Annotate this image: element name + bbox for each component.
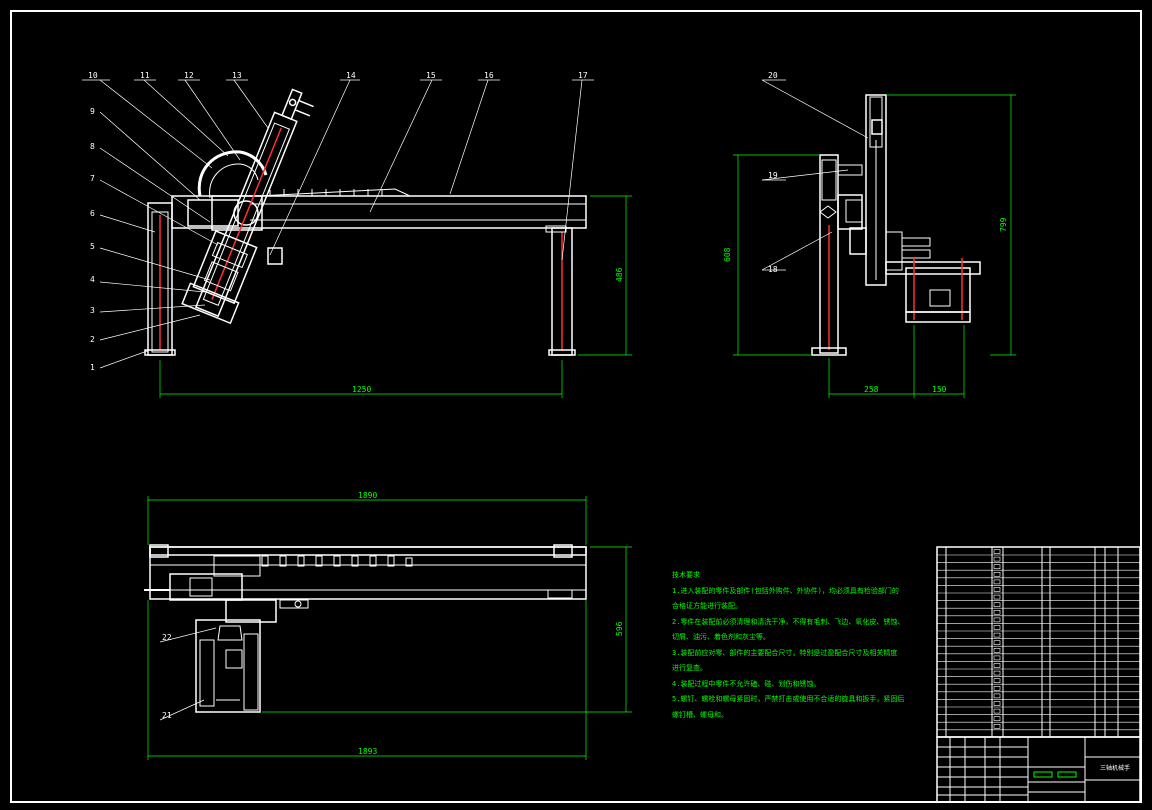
callout-2: 2 <box>90 335 95 344</box>
side-view-callouts <box>761 79 869 271</box>
tech-notes-title: 技术要求 <box>672 571 700 579</box>
parts-list-row-mark <box>993 693 1001 699</box>
callout-7: 7 <box>90 174 95 183</box>
parts-list-row-mark <box>993 670 1001 676</box>
dim-top-length-upper: 1890 <box>358 491 377 500</box>
parts-list-row-mark <box>993 594 1001 600</box>
title-block <box>936 736 1141 803</box>
callout-17: 17 <box>578 71 588 80</box>
dim-side-base-left: 258 <box>864 385 879 394</box>
callout-22: 22 <box>162 633 172 642</box>
callout-6: 6 <box>90 209 95 218</box>
dim-side-base-right: 150 <box>932 385 947 394</box>
parts-list-row-mark <box>993 708 1001 714</box>
callout-15: 15 <box>426 71 436 80</box>
callout-11: 11 <box>140 71 150 80</box>
parts-list-row-mark <box>993 632 1001 638</box>
callout-1: 1 <box>90 363 95 372</box>
parts-list-row-mark <box>993 647 1001 653</box>
parts-list-row-mark <box>993 579 1001 585</box>
tech-note-line: 进行复查。 <box>672 664 707 672</box>
parts-list <box>936 546 1141 738</box>
callout-10: 10 <box>88 71 98 80</box>
parts-list-rows <box>937 549 1140 731</box>
parts-list-row-mark <box>993 716 1001 722</box>
parts-list-row-mark <box>993 678 1001 684</box>
tech-note-line: 3.装配前应对零、部件的主要配合尺寸，特别是过盈配合尺寸及相关精度 <box>672 648 898 657</box>
parts-list-row-mark <box>993 609 1001 615</box>
parts-list-row-mark <box>993 571 1001 577</box>
side-view <box>811 94 981 356</box>
dim-front-width: 1250 <box>352 385 371 394</box>
dim-front-height: 486 <box>615 267 624 282</box>
front-view-callouts <box>82 79 594 369</box>
front-view-dimensions <box>159 195 632 398</box>
technical-requirements: 技术要求 1.进入装配的零件及部件(包括外购件、外协件)，均必须具有检验部门的 … <box>672 568 912 723</box>
tech-note-line: 1.进入装配的零件及部件(包括外购件、外协件)，均必须具有检验部门的 <box>672 586 899 595</box>
title-block-name: 三轴机械手 <box>1100 764 1130 772</box>
parts-list-row-mark <box>993 625 1001 630</box>
parts-list-row-mark <box>993 617 1001 623</box>
drawing-border <box>10 10 1142 803</box>
callout-14: 14 <box>346 71 356 80</box>
tech-note-line: 2.零件在装配前必须清理和清洗干净，不得有毛刺、飞边、氧化皮、锈蚀、 <box>672 617 905 626</box>
parts-list-row-mark <box>993 587 1001 592</box>
top-view-dimensions <box>147 496 632 760</box>
callout-3: 3 <box>90 306 95 315</box>
callout-20: 20 <box>768 71 778 80</box>
callout-21: 21 <box>162 711 172 720</box>
tech-note-line: 5.螺钉、螺栓和螺母紧固时，严禁打击或使用不合适的旋具和扳手，紧固后 <box>672 695 905 703</box>
parts-list-row-mark <box>993 685 1001 691</box>
parts-list-row-mark <box>993 640 1001 646</box>
tech-note-line: 螺钉槽、螺母和。 <box>672 710 728 719</box>
tech-note-line: 4.装配过程中零件不允许磕、碰、划伤和锈蚀。 <box>672 679 821 688</box>
callout-8: 8 <box>90 142 95 151</box>
parts-list-row-mark <box>993 663 1001 668</box>
tech-note-line: 合格证方能进行装配。 <box>672 602 742 610</box>
callout-5: 5 <box>90 242 95 251</box>
parts-list-row-mark <box>993 701 1001 706</box>
dim-side-height-left: 608 <box>723 247 732 262</box>
side-view-dimensions <box>733 94 1016 398</box>
callout-12: 12 <box>184 71 194 80</box>
dim-top-height: 596 <box>615 621 624 636</box>
callout-13: 13 <box>232 71 242 80</box>
parts-list-row-mark <box>993 655 1001 661</box>
front-view <box>144 88 587 356</box>
parts-list-row-mark <box>993 602 1001 608</box>
dim-side-height-right: 799 <box>999 217 1008 232</box>
callout-18: 18 <box>768 265 778 274</box>
parts-list-row-mark <box>993 723 1001 729</box>
dim-top-length-lower: 1893 <box>358 747 377 756</box>
callout-19: 19 <box>768 171 778 180</box>
callout-9: 9 <box>90 107 95 116</box>
tech-note-line: 切屑、油污、着色剂和灰尘等。 <box>672 633 770 641</box>
top-view <box>144 544 587 713</box>
top-view-callouts <box>159 627 217 721</box>
parts-list-row-mark <box>993 549 1001 554</box>
parts-list-row-mark <box>993 556 1001 562</box>
callout-16: 16 <box>484 71 494 80</box>
parts-list-row-mark <box>993 564 1001 570</box>
callout-4: 4 <box>90 275 95 284</box>
front-view-callout-labels: 1 2 3 4 5 6 7 8 9 10 11 12 13 14 15 16 1… <box>88 71 588 372</box>
